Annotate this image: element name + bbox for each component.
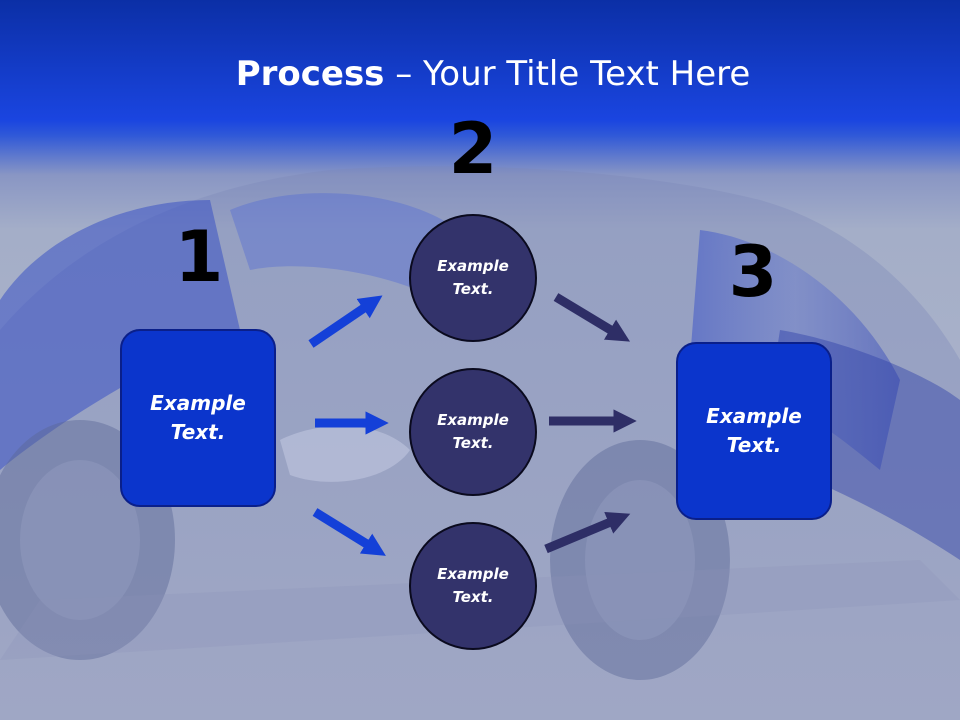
title-bold: Process [235,54,385,94]
arrow-icon-top-to-right [553,293,631,342]
left-box-label: Example Text. [150,391,246,444]
step-number-2: 2 [448,108,498,190]
circle-top[interactable]: Example Text. [409,214,537,342]
left-process-box[interactable]: Example Text. [120,329,276,507]
step-number-1: 1 [174,216,224,298]
arrow-icon-left-to-top [308,295,383,348]
title-rest: – Your Title Text Here [384,54,751,94]
arrow-icon-left-to-bottom [312,508,386,556]
circle-top-label: Example Text. [437,257,509,298]
arrow-icon-bottom-to-right [544,512,631,554]
circle-bottom-label: Example Text. [437,565,509,606]
circle-bottom[interactable]: Example Text. [409,522,537,650]
step-number-3: 3 [728,231,778,313]
slide-title: Process – Your Title Text Here [0,52,960,96]
circle-middle[interactable]: Example Text. [409,368,537,496]
right-box-label: Example Text. [706,404,802,457]
right-process-box[interactable]: Example Text. [676,342,832,520]
circle-middle-label: Example Text. [437,411,509,452]
